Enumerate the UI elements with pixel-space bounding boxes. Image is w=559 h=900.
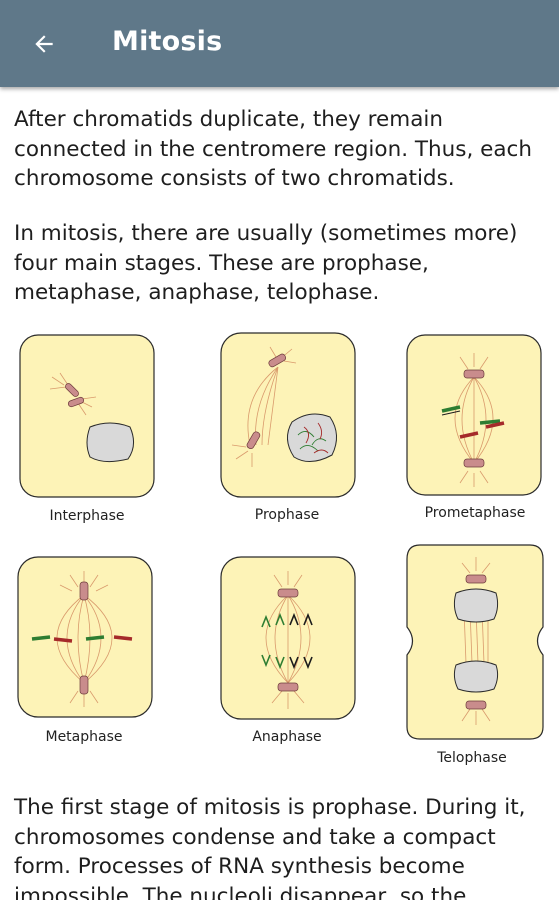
prometaphase-cell (406, 334, 542, 496)
label-anaphase: Anaphase (252, 729, 321, 745)
telophase-cell (406, 544, 544, 740)
label-metaphase: Metaphase (45, 729, 122, 745)
paragraph-stages: In mitosis, there are usually (sometimes… (14, 221, 518, 305)
interphase-cell (19, 334, 155, 498)
label-interphase: Interphase (49, 508, 124, 524)
label-telophase: Telophase (436, 750, 507, 766)
label-prophase: Prophase (255, 507, 319, 523)
arrow-back-icon (35, 35, 53, 53)
prophase-cell (220, 332, 356, 498)
article-content[interactable]: After chromatids duplicate, they remain … (0, 87, 559, 900)
label-prometaphase: Prometaphase (425, 505, 526, 521)
back-button[interactable] (22, 22, 66, 66)
app-bar: Mitosis (0, 0, 559, 87)
mitosis-stages-diagram: Interphase Prophase (17, 332, 544, 766)
paragraph-chromatids: After chromatids duplicate, they remain … (14, 107, 532, 191)
page-title: Mitosis (112, 26, 223, 57)
anaphase-cell (220, 556, 356, 720)
metaphase-cell (17, 556, 153, 718)
paragraph-prophase: The first stage of mitosis is prophase. … (14, 795, 526, 900)
